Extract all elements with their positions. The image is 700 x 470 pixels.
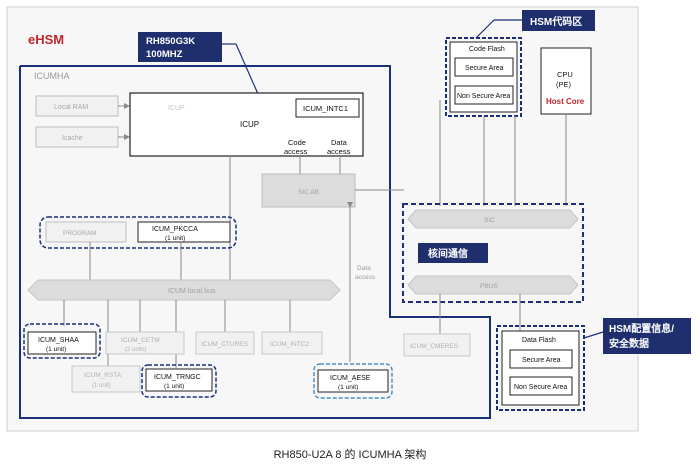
icum-intc2-label: ICUM_INTC2 bbox=[270, 341, 309, 348]
figure-caption: RH850-U2A 8 的 ICUMHA 架构 bbox=[274, 447, 427, 461]
icum-pkcca-label: ICUM_PKCCA bbox=[152, 226, 198, 233]
sic-ab-label: SIC AB bbox=[298, 189, 319, 196]
code-flash-nonsecure-label: Non Secure Area bbox=[457, 93, 510, 100]
icum-shaa-box bbox=[27, 331, 97, 355]
icum-cetm-unit: (2 units) bbox=[125, 347, 147, 353]
data-flash-nonsecure-box bbox=[509, 376, 573, 396]
cpu-label-2: (PE) bbox=[556, 80, 572, 89]
icum-intc1-box bbox=[295, 98, 360, 118]
rh850-label-line2: 100MHZ bbox=[146, 49, 183, 60]
code-flash-secure-label: Secure Area bbox=[465, 65, 504, 72]
data-access-vert-2: access bbox=[355, 274, 376, 281]
code-flash-label: Code Flash bbox=[469, 46, 505, 53]
local-ram-label: Local RAM bbox=[54, 104, 88, 111]
aese-highlight bbox=[313, 363, 393, 399]
hsm-cfg-callout bbox=[603, 318, 691, 354]
hsm-code-callout bbox=[522, 10, 595, 31]
program-label: PROGRAM bbox=[63, 230, 97, 237]
icum-cetm-label: ICUM_CETM bbox=[121, 337, 160, 344]
data-flash-label: Data Flash bbox=[522, 337, 556, 344]
cpu-box bbox=[540, 47, 592, 115]
data-access-vert-1: Data bbox=[357, 265, 371, 272]
icum-intc1-label: ICUM_INTC1 bbox=[303, 104, 348, 113]
rh850-callout bbox=[138, 32, 222, 62]
hsm-cfg-label-1: HSM配置信息/ bbox=[609, 322, 674, 335]
hsm-cfg-callout-line bbox=[583, 331, 604, 339]
icum-shaa-unit: (1 unit) bbox=[46, 346, 66, 353]
icum-cmeres-label: ICUM_CMERES bbox=[410, 343, 459, 350]
sic-ab-box bbox=[261, 173, 356, 208]
data-flash-highlight bbox=[496, 325, 585, 411]
data-access-label-2: access bbox=[327, 147, 351, 156]
icum-trngc-box bbox=[145, 368, 213, 392]
icum-aese-box bbox=[317, 369, 389, 393]
icum-trngc-label: ICUM_TRNGC bbox=[154, 374, 201, 381]
icup-faint-label: ICUP bbox=[168, 105, 185, 112]
data-flash-secure-label: Secure Area bbox=[522, 357, 561, 364]
rh850-label-line1: RH850G3K bbox=[146, 36, 195, 47]
code-flash-highlight bbox=[445, 37, 522, 117]
icum-cetm-box bbox=[105, 331, 185, 355]
trngc-highlight bbox=[141, 364, 217, 398]
shaa-highlight bbox=[23, 323, 101, 359]
icum-shaa-label: ICUM_SHAA bbox=[38, 337, 79, 344]
icum-rsta-box bbox=[71, 365, 141, 393]
icum-aese-unit: (1 unit) bbox=[338, 384, 358, 391]
data-flash-nonsecure-label: Non Secure Area bbox=[514, 384, 567, 391]
icache-label: Icache bbox=[62, 135, 83, 142]
icum-cmeres-box bbox=[403, 333, 471, 357]
icumha-boundary bbox=[19, 65, 491, 419]
program-box bbox=[45, 221, 127, 243]
icum-local-bus-label: ICUM local bus bbox=[168, 288, 216, 295]
code-access-label-1: Code bbox=[288, 138, 306, 147]
pkcca-highlight bbox=[39, 216, 237, 249]
icum-aese-label: ICUM_AESE bbox=[330, 375, 371, 382]
data-access-label-1: Data bbox=[331, 138, 348, 147]
icum-rsta-label: ICUM_RSTA bbox=[84, 372, 122, 379]
sic-label: SIC bbox=[484, 217, 495, 224]
hsm-code-label: HSM代码区 bbox=[530, 15, 582, 28]
icum-ctures-label: ICUM_CTURES bbox=[201, 341, 249, 348]
ehsm-label: eHSM bbox=[28, 32, 64, 47]
icum-rsta-unit: (1 unit) bbox=[92, 383, 111, 389]
hsm-code-callout-line-d bbox=[475, 19, 495, 39]
icum-trngc-unit: (1 unit) bbox=[164, 383, 184, 390]
core-comm-label: 核间通信 bbox=[428, 247, 468, 260]
data-flash-secure-box bbox=[509, 349, 573, 369]
pbus-label: PBUS bbox=[480, 283, 498, 290]
icumha-label: ICUMHA bbox=[34, 71, 70, 81]
code-access-label-2: access bbox=[284, 147, 308, 156]
icum-local-bus bbox=[27, 279, 341, 301]
core-comm-region bbox=[402, 203, 584, 303]
icum-ctures-box bbox=[195, 331, 255, 355]
hsm-cfg-label-2: 安全数据 bbox=[609, 337, 649, 350]
sic-bus bbox=[407, 209, 579, 229]
icum-pkcca-box bbox=[137, 221, 231, 243]
pbus-bar bbox=[407, 275, 579, 295]
host-core-label: Host Core bbox=[546, 97, 585, 106]
rh850-callout-line-d bbox=[235, 43, 259, 95]
code-flash-secure-box bbox=[454, 57, 514, 77]
icum-intc2-box bbox=[261, 331, 323, 355]
cpu-label-1: CPU bbox=[557, 70, 573, 79]
code-flash-nonsecure-box bbox=[454, 85, 514, 105]
core-comm-tag bbox=[418, 243, 488, 263]
icum-pkcca-unit: (1 unit) bbox=[165, 235, 185, 242]
icup-label: ICUP bbox=[240, 120, 259, 129]
